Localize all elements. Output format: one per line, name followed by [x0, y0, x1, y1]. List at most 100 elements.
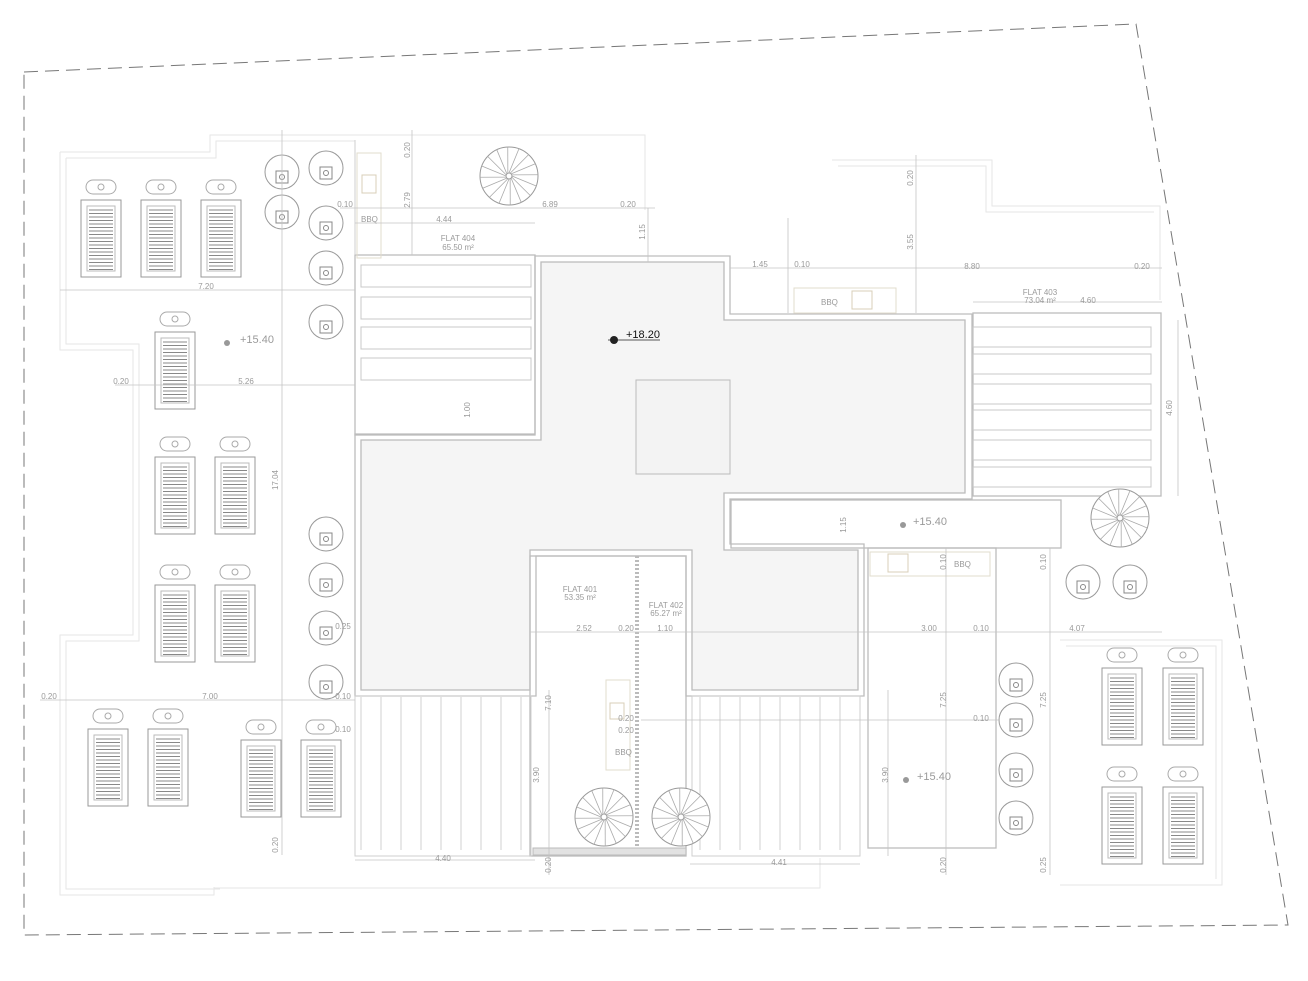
dimension-label: 6.89 — [542, 200, 558, 209]
sun-lounger — [154, 436, 196, 535]
bbq-label: BBQ — [821, 298, 838, 307]
dimension-label: 4.40 — [435, 854, 451, 863]
level-marker-left: +15.40 — [224, 334, 274, 346]
level-label: +18.20 — [626, 329, 660, 341]
dimension-label: 4.60 — [1165, 400, 1174, 416]
flat-402-name: FLAT 402 — [649, 601, 684, 610]
sun-lounger — [214, 564, 256, 663]
roof-slab — [360, 261, 966, 691]
dimension-label: 0.20 — [618, 624, 634, 633]
dimension-label: 0.20 — [618, 714, 634, 723]
dimension-label: 4.44 — [436, 215, 452, 224]
dimension-label: 4.60 — [1080, 296, 1096, 305]
dimension-label: 1.10 — [657, 624, 673, 633]
roof-skylight — [635, 379, 731, 475]
dimension-label: 0.10 — [337, 200, 353, 209]
dimension-label: 1.15 — [839, 517, 848, 533]
level-marker-right: +15.40 — [900, 516, 947, 528]
dimension-label: 0.10 — [939, 554, 948, 570]
level-label: +15.40 — [240, 334, 274, 346]
sun-lounger — [200, 179, 242, 278]
flat-403-area: 73.04 m² — [1024, 296, 1056, 305]
dimension-label: 3.90 — [881, 767, 890, 783]
spiral-staircase — [574, 787, 634, 847]
round-table — [998, 702, 1034, 738]
dimension-label: 0.25 — [335, 622, 351, 631]
dimension-label: 0.20 — [403, 142, 412, 158]
round-table — [998, 752, 1034, 788]
dimension-label: 5.26 — [238, 377, 254, 386]
sun-lounger — [154, 564, 196, 663]
dimension-label: 0.20 — [939, 857, 948, 873]
round-table — [308, 205, 344, 241]
round-table — [308, 516, 344, 552]
round-table — [998, 800, 1034, 836]
sun-lounger — [147, 708, 189, 807]
dimension-label: 0.20 — [1134, 262, 1150, 271]
dimension-label: 7.25 — [1039, 692, 1048, 708]
sun-lounger — [1162, 766, 1204, 865]
dimension-label: 7.25 — [939, 692, 948, 708]
dimension-label: 0.10 — [335, 725, 351, 734]
spiral-staircase — [1090, 488, 1150, 548]
level-marker-bottom: +15.40 — [903, 771, 951, 783]
round-table — [308, 610, 344, 646]
dimension-label: 3.55 — [906, 234, 915, 250]
flat-404-name: FLAT 404 — [441, 234, 476, 243]
dimension-label: 0.20 — [41, 692, 57, 701]
sun-lounger — [214, 436, 256, 535]
site-boundary — [23, 23, 1289, 936]
sun-lounger — [80, 179, 122, 278]
dimension-label: 17.04 — [271, 469, 280, 490]
dimension-label: 0.20 — [271, 837, 280, 853]
dimension-label: 0.10 — [335, 692, 351, 701]
dimension-label: 1.45 — [752, 260, 768, 269]
dimension-label: 0.10 — [794, 260, 810, 269]
dimension-label: 2.52 — [576, 624, 592, 633]
flat-401-area: 53.35 m² — [564, 593, 596, 602]
dimension-label: 3.90 — [532, 767, 541, 783]
flat-walls — [354, 140, 1162, 857]
level-label: +15.40 — [913, 516, 947, 528]
sun-lounger — [87, 708, 129, 807]
dimension-label: 0.10 — [973, 714, 989, 723]
dimension-labels: 0.20 2.79 0.10 4.44 6.89 0.20 1.15 7.20 0.20 5.26… — [41, 142, 1174, 873]
level-label: +15.40 — [917, 771, 951, 783]
dimension-label: 2.79 — [403, 192, 412, 208]
spiral-staircase — [651, 787, 711, 847]
dimension-label: 0.10 — [973, 624, 989, 633]
dimension-label: 0.20 — [906, 170, 915, 186]
sun-lounger — [1162, 647, 1204, 746]
sun-lounger — [154, 311, 196, 410]
round-table — [1112, 564, 1148, 600]
dimension-lines — [40, 130, 1179, 875]
flat-402-area: 65.27 m² — [650, 609, 682, 618]
round-table — [308, 562, 344, 598]
flat-404-area: 65.50 m² — [442, 243, 474, 252]
sun-lounger — [1101, 647, 1143, 746]
round-table — [308, 664, 344, 700]
flat-403-name: FLAT 403 — [1023, 288, 1058, 297]
bbq-label: BBQ — [615, 748, 632, 757]
round-table — [308, 304, 344, 340]
roof-parapet — [354, 255, 973, 697]
round-table — [308, 250, 344, 286]
dimension-label: 3.00 — [921, 624, 937, 633]
bbq-label: BBQ — [361, 215, 378, 224]
spiral-staircase — [479, 146, 539, 206]
sun-lounger — [1101, 766, 1143, 865]
flat-401-name: FLAT 401 — [563, 585, 598, 594]
dimension-label: 0.10 — [1039, 554, 1048, 570]
dimension-label: 0.20 — [113, 377, 129, 386]
dimension-label: 7.20 — [198, 282, 214, 291]
dimension-label: 1.00 — [463, 402, 472, 418]
sun-lounger — [240, 719, 282, 818]
dimension-label: 0.20 — [618, 726, 634, 735]
level-marker-roof: +18.20 — [608, 329, 660, 344]
furniture — [80, 146, 1204, 865]
dimension-label: 0.25 — [1039, 857, 1048, 873]
sun-lounger — [300, 719, 342, 818]
dimension-label: 1.15 — [638, 224, 647, 240]
bbq-label: BBQ — [954, 560, 971, 569]
